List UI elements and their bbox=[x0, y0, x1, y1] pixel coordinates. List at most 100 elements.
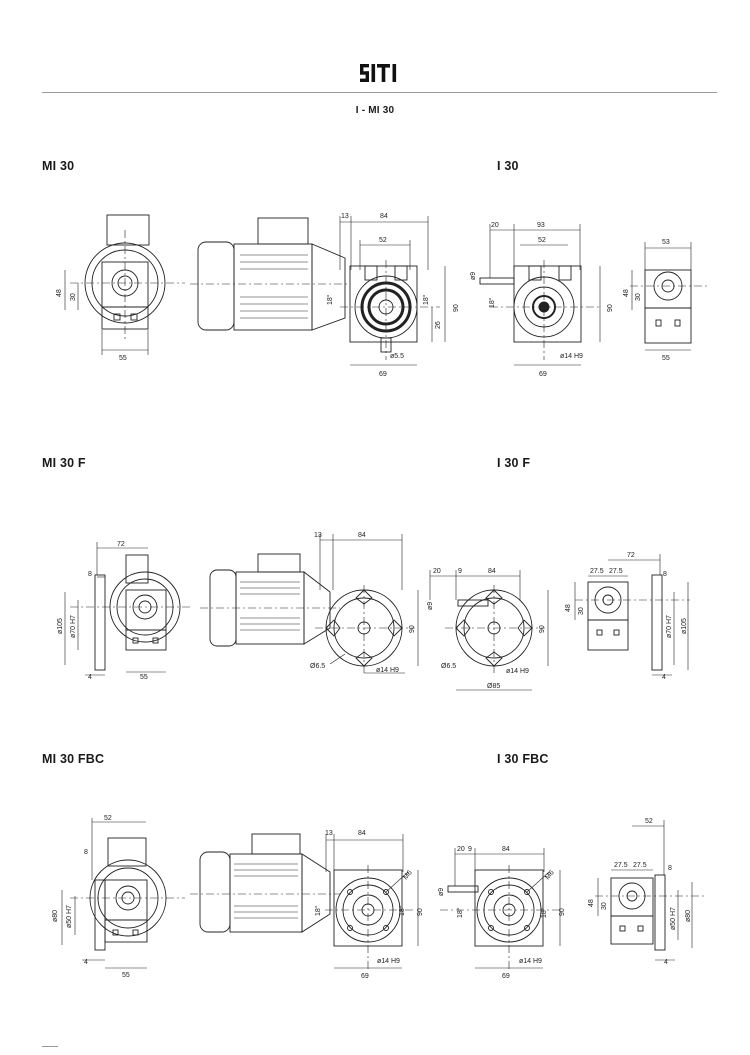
title-i30f: I 30 F bbox=[497, 456, 531, 470]
f-dim-top: 72 bbox=[117, 541, 125, 548]
fbc-m-dim-bore: ø14 H9 bbox=[377, 958, 400, 965]
drawing-mi30f-i30f: 72 8 ø105 ø70 H7 4 55 13 84 9 bbox=[57, 532, 690, 691]
fbc-s-dim-h2: 30 bbox=[601, 902, 608, 910]
dim-i-h: 90 bbox=[607, 304, 614, 312]
fbc-m-dim-bottom: 69 bbox=[361, 973, 369, 980]
mi30-gearbox-view bbox=[339, 216, 446, 366]
mi30-motor-view bbox=[190, 217, 350, 331]
dim-hole: ø5.5 bbox=[390, 353, 404, 360]
drawing-mi30fbc-i30fbc: 52 8 ø80 ø50 H7 4 55 bbox=[52, 815, 705, 980]
fbc-m-dim-angle: 18° bbox=[314, 905, 322, 916]
i-dim-a: 20 bbox=[433, 568, 441, 575]
dim-s-w: 55 bbox=[662, 355, 670, 362]
m-dim-bore: ø14 H9 bbox=[376, 667, 399, 674]
dim-i-top-a: 20 bbox=[491, 222, 499, 229]
fbc-i-dim-bore: ø14 H9 bbox=[519, 958, 542, 965]
i-dim-bore: ø14 H9 bbox=[506, 668, 529, 675]
dim-front-h: 48 bbox=[56, 289, 63, 297]
dim-right-s: 26 bbox=[435, 321, 442, 329]
i30-side-view bbox=[630, 242, 710, 351]
title-i30: I 30 bbox=[497, 159, 519, 173]
fbc-dim-w: 55 bbox=[122, 972, 130, 979]
f-dim-d1: ø105 bbox=[57, 618, 64, 634]
mi30f-motor-view bbox=[200, 553, 340, 647]
f-dim-d2: ø70 H7 bbox=[70, 615, 77, 638]
page-subtitle: I - MI 30 bbox=[355, 105, 395, 116]
fbc-s-dim-top: 52 bbox=[645, 818, 653, 825]
dim-i-mid: 52 bbox=[538, 237, 546, 244]
fbc-m-dim-s: M6 bbox=[402, 869, 414, 881]
s-dim-d1: ø70 H7 bbox=[666, 615, 673, 638]
fbc-s-dim-b: 27.5 bbox=[633, 862, 647, 869]
mi30fbc-motor-view bbox=[190, 833, 340, 933]
s-dim-t: 4 bbox=[662, 674, 666, 681]
drawing-mi30-i30: 48 30 55 bbox=[56, 213, 710, 378]
dim-s-top: 53 bbox=[662, 239, 670, 246]
fbc-s-dim-d1: ø50 H7 bbox=[670, 907, 677, 930]
fbc-s-dim-a: 27.5 bbox=[614, 862, 628, 869]
fbc-dim-d2: ø50 H7 bbox=[66, 905, 73, 928]
mi30f-gearbox-view bbox=[315, 534, 419, 675]
fbc-dim-off: 8 bbox=[84, 849, 88, 856]
dim-angle-left: 18° bbox=[326, 294, 334, 305]
fbc-m-dim-angle2: 18° bbox=[398, 905, 406, 916]
siti-logo bbox=[360, 64, 397, 82]
m-dim-h: 90 bbox=[409, 625, 416, 633]
f-dim-w: 55 bbox=[140, 674, 148, 681]
i-dim-h: 90 bbox=[539, 625, 546, 633]
fbc-i-dim-angle: 18° bbox=[456, 907, 464, 918]
i30f-gearbox-view bbox=[429, 570, 549, 691]
fbc-i-dim-s: M6 bbox=[544, 869, 556, 881]
dim-top-b: 84 bbox=[380, 213, 388, 220]
fbc-m-dim-a: 13 bbox=[325, 830, 333, 837]
f-dim-off: 8 bbox=[88, 571, 92, 578]
s-dim-h2: 30 bbox=[578, 607, 585, 615]
i-dim-b: 9 bbox=[458, 568, 462, 575]
m-dim-b: 84 bbox=[358, 532, 366, 539]
dim-angle-right: 18° bbox=[422, 294, 430, 305]
fbc-dim-t: 4 bbox=[84, 959, 88, 966]
fbc-s-dim-off: 8 bbox=[668, 865, 672, 872]
fbc-s-dim-d2: ø80 bbox=[685, 910, 692, 922]
i-dim-side: ø9 bbox=[427, 602, 434, 610]
i30fbc-side-view bbox=[595, 820, 705, 961]
m-dim-a: 13 bbox=[314, 532, 322, 539]
title-mi30fbc: MI 30 FBC bbox=[42, 752, 105, 766]
mi30fbc-gearbox-view bbox=[325, 834, 419, 970]
fbc-i-dim-h: 90 bbox=[559, 908, 566, 916]
dim-i-bore: ø14 H9 bbox=[560, 353, 583, 360]
fbc-i-dim-b: 9 bbox=[468, 846, 472, 853]
s-dim-h: 48 bbox=[565, 604, 572, 612]
i-dim-c: 84 bbox=[488, 568, 496, 575]
s-dim-top: 72 bbox=[627, 552, 635, 559]
s-dim-b: 27.5 bbox=[609, 568, 623, 575]
title-mi30f: MI 30 F bbox=[42, 456, 86, 470]
dim-s-h2: 30 bbox=[635, 293, 642, 301]
m-dim-hole: Ø6.5 bbox=[310, 663, 325, 670]
i30f-side-view bbox=[574, 554, 690, 676]
dim-front-h2: 30 bbox=[70, 293, 77, 301]
dim-mid: 52 bbox=[379, 237, 387, 244]
mi30fbc-front-view bbox=[61, 818, 185, 969]
fbc-i-dim-side: ø9 bbox=[438, 888, 445, 896]
dim-i-bottom: 69 bbox=[539, 371, 547, 378]
fbc-dim-top: 52 bbox=[104, 815, 112, 822]
fbc-dim-d1: ø80 bbox=[52, 910, 59, 922]
s-dim-off: 8 bbox=[663, 571, 667, 578]
header-rule bbox=[42, 92, 717, 93]
dim-front-w: 55 bbox=[119, 355, 127, 362]
i30-gearbox-view bbox=[479, 224, 601, 366]
s-dim-a: 27.5 bbox=[590, 568, 604, 575]
title-i30fbc: I 30 FBC bbox=[497, 752, 549, 766]
dim-bottom: 69 bbox=[379, 371, 387, 378]
s-dim-d2: ø105 bbox=[681, 618, 688, 634]
dim-s-h: 48 bbox=[623, 289, 630, 297]
fbc-i-dim-c: 84 bbox=[502, 846, 510, 853]
fbc-i-dim-bottom: 69 bbox=[502, 973, 510, 980]
footer-rule bbox=[42, 1046, 58, 1047]
mi30f-front-view bbox=[64, 542, 190, 676]
i30fbc-gearbox-view bbox=[440, 848, 561, 970]
fbc-i-dim-a: 20 bbox=[457, 846, 465, 853]
i-dim-hole: Ø6.5 bbox=[441, 663, 456, 670]
fbc-m-dim-h: 90 bbox=[417, 908, 424, 916]
